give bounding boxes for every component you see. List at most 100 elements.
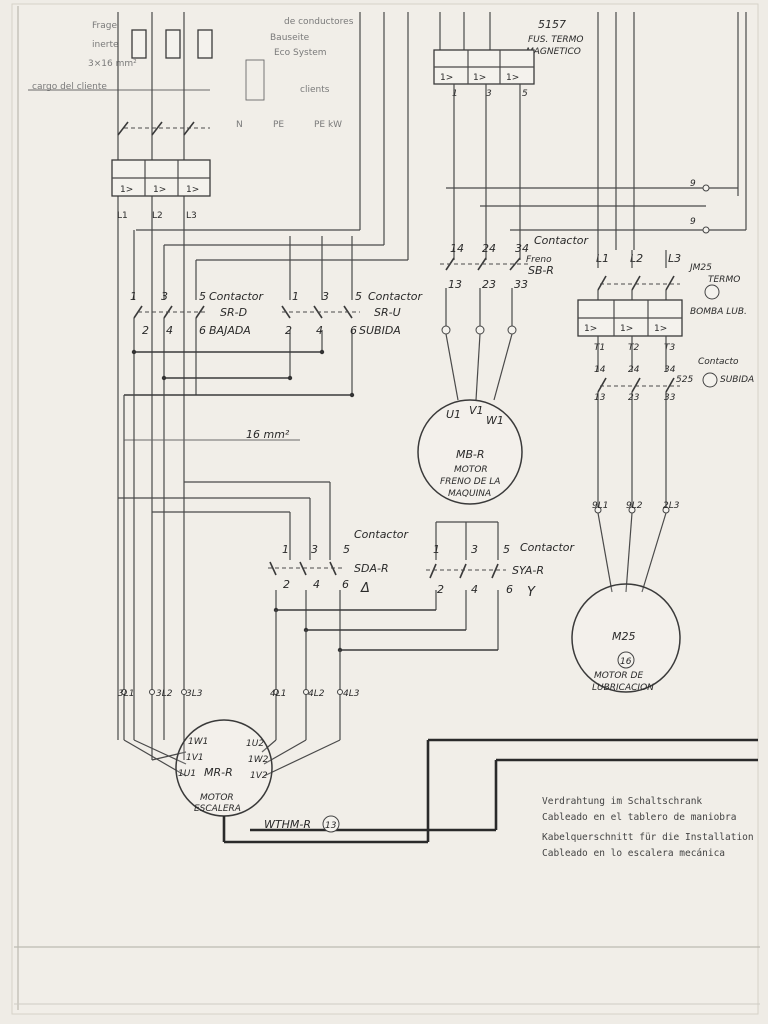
legend: Verdrahtung im Schaltschrank Cableado en… [542, 796, 754, 859]
sr-u-terminal-6: 6 [350, 324, 357, 337]
mr-r-winding-6: 1V2 [250, 771, 268, 781]
m25-breaker: 1> 1> 1> [577, 299, 683, 337]
m25-contactor-indicator [702, 372, 718, 388]
terminal-3l1: 3L1 [118, 689, 134, 699]
sr-d-label: SR-D [220, 306, 247, 319]
right-main-bus [446, 12, 747, 250]
sda-r-label: SDA-R [354, 562, 389, 575]
m25-motor-feed-9l2: 9L2 [626, 501, 643, 511]
motor-terminal-row-1 [121, 689, 187, 695]
fuse-1 [131, 29, 147, 59]
m25-in-l1: L1 [596, 252, 609, 265]
contactor-sr-d [133, 230, 206, 395]
sr-u-label: SR-U [374, 306, 401, 319]
sb-r-terminal-23: 23 [482, 278, 496, 291]
note-clients: clients [300, 85, 330, 95]
sya-r-terminal-2: 2 [437, 583, 444, 596]
fuse-5157-type-2: MAGNETICO [526, 47, 581, 57]
m25-contactor-top-34: 34 [664, 365, 676, 375]
fuse-5157: 1> 1> 1> [433, 49, 535, 85]
terminal-4l3: 4L3 [343, 689, 360, 699]
sya-r-terminal-1: 1 [433, 543, 440, 556]
m25-motor-number: 16 [620, 657, 632, 667]
mb-r-terminal-v1: V1 [469, 404, 484, 417]
main-feeder-lines [117, 12, 185, 760]
star-bridge [273, 607, 498, 653]
delta-symbol: Δ [360, 581, 370, 596]
wthm-r-label: WTHM-R [264, 818, 311, 831]
sb-r-terminal-14: 14 [450, 242, 464, 255]
m25-breaker-indicator [704, 284, 720, 300]
terminal-3l3: 3L3 [186, 689, 203, 699]
sr-u-terminal-2: 2 [285, 324, 292, 337]
contactor-sb-r [440, 257, 530, 401]
client-block [245, 59, 265, 101]
m25-motor-feed-2l3: 2L3 [663, 501, 680, 511]
m25-out-t3: T3 [664, 343, 675, 353]
m25-breaker-symbol-3: 1> [654, 324, 667, 334]
brake-feeder [439, 12, 491, 50]
sb-r-terminal-33: 33 [514, 278, 528, 291]
m25-contactor-bottom-23: 23 [628, 393, 640, 403]
m25-out-t1: T1 [594, 343, 605, 353]
mb-r-caption-3: MAQUINA [448, 489, 491, 499]
m25-in-l2: L2 [630, 252, 643, 265]
fuse-3 [197, 29, 213, 59]
sda-r-type: Contactor [354, 528, 410, 541]
mr-r-winding-3: 1U1 [178, 769, 196, 779]
motor-m25 [571, 583, 681, 693]
fuse-5157-out-1: 1 [452, 89, 458, 99]
motor-mb-r [417, 399, 523, 505]
m25-breaker-type: TERMO [708, 275, 740, 285]
note-cargo-del-cliente: cargo del cliente [32, 82, 107, 92]
terminal-4l2: 4L2 [308, 689, 325, 699]
sda-r-terminal-3: 3 [311, 543, 318, 556]
label-pe-kw: PE kW [314, 120, 342, 130]
legend-line-4: Cableado en lo escalera mecánica [542, 848, 725, 859]
m25-breaker-symbol-2: 1> [620, 324, 633, 334]
m25-contactor-top-14: 14 [594, 365, 606, 375]
breaker-symbol-1: 1> [120, 185, 133, 195]
sr-d-terminal-6: 6 [199, 324, 206, 337]
sda-r-terminal-5: 5 [343, 543, 350, 556]
sb-r-subtype: Freno [526, 255, 552, 265]
sya-r-terminal-6: 6 [506, 583, 513, 596]
sr-d-terminal-4: 4 [166, 324, 173, 337]
label-n: N [236, 120, 243, 130]
m25-contactor-bottom-33: 33 [664, 393, 676, 403]
m25-motor-badge [617, 651, 635, 669]
sya-r-label: SYA-R [512, 564, 544, 577]
reversing-bus [123, 351, 352, 470]
mr-r-winding-2: 1V1 [186, 753, 204, 763]
m25-motor-label: M25 [612, 630, 636, 643]
mr-r-winding-5: 1W2 [248, 755, 269, 765]
sb-r-type: Contactor [534, 234, 590, 247]
main-breaker: 1> 1> 1> [111, 159, 211, 197]
terminal-l3: L3 [186, 211, 197, 221]
sb-r-terminal-24: 24 [482, 242, 496, 255]
legend-line-3: Kabelquerschnitt für die Installation [542, 832, 754, 843]
label-pe: PE [273, 120, 284, 130]
fuse-5157-out-5: 5 [522, 89, 528, 99]
fuse-5157-symbol-1: 1> [440, 73, 453, 83]
disconnect-switch [117, 121, 210, 136]
sr-d-terminal-5: 5 [199, 290, 206, 303]
m25-out-t2: T2 [628, 343, 639, 353]
fuse-5157-label: 5157 [538, 18, 566, 31]
mb-r-caption-1: MOTOR [454, 465, 488, 475]
sya-r-terminal-5: 5 [503, 543, 510, 556]
m25-contactor-name: 525 [676, 375, 693, 385]
contactor-sya-r [426, 521, 506, 650]
m25-contactor-direction: SUBIDA [720, 375, 754, 385]
note-frage: Frage [92, 21, 117, 31]
sda-r-terminal-4: 4 [313, 578, 320, 591]
note-inerte: inerte [92, 40, 119, 50]
contactor-sda-r [268, 561, 344, 650]
star-symbol: Y [527, 585, 536, 600]
wthm-r-number: 13 [325, 821, 337, 831]
mr-r-winding-4: 1U2 [246, 739, 264, 749]
terminal-4l1: 4L1 [270, 689, 286, 699]
m25-motor-caption-1: MOTOR DE [594, 671, 643, 681]
note-bauseite: Bauseite [270, 33, 310, 43]
